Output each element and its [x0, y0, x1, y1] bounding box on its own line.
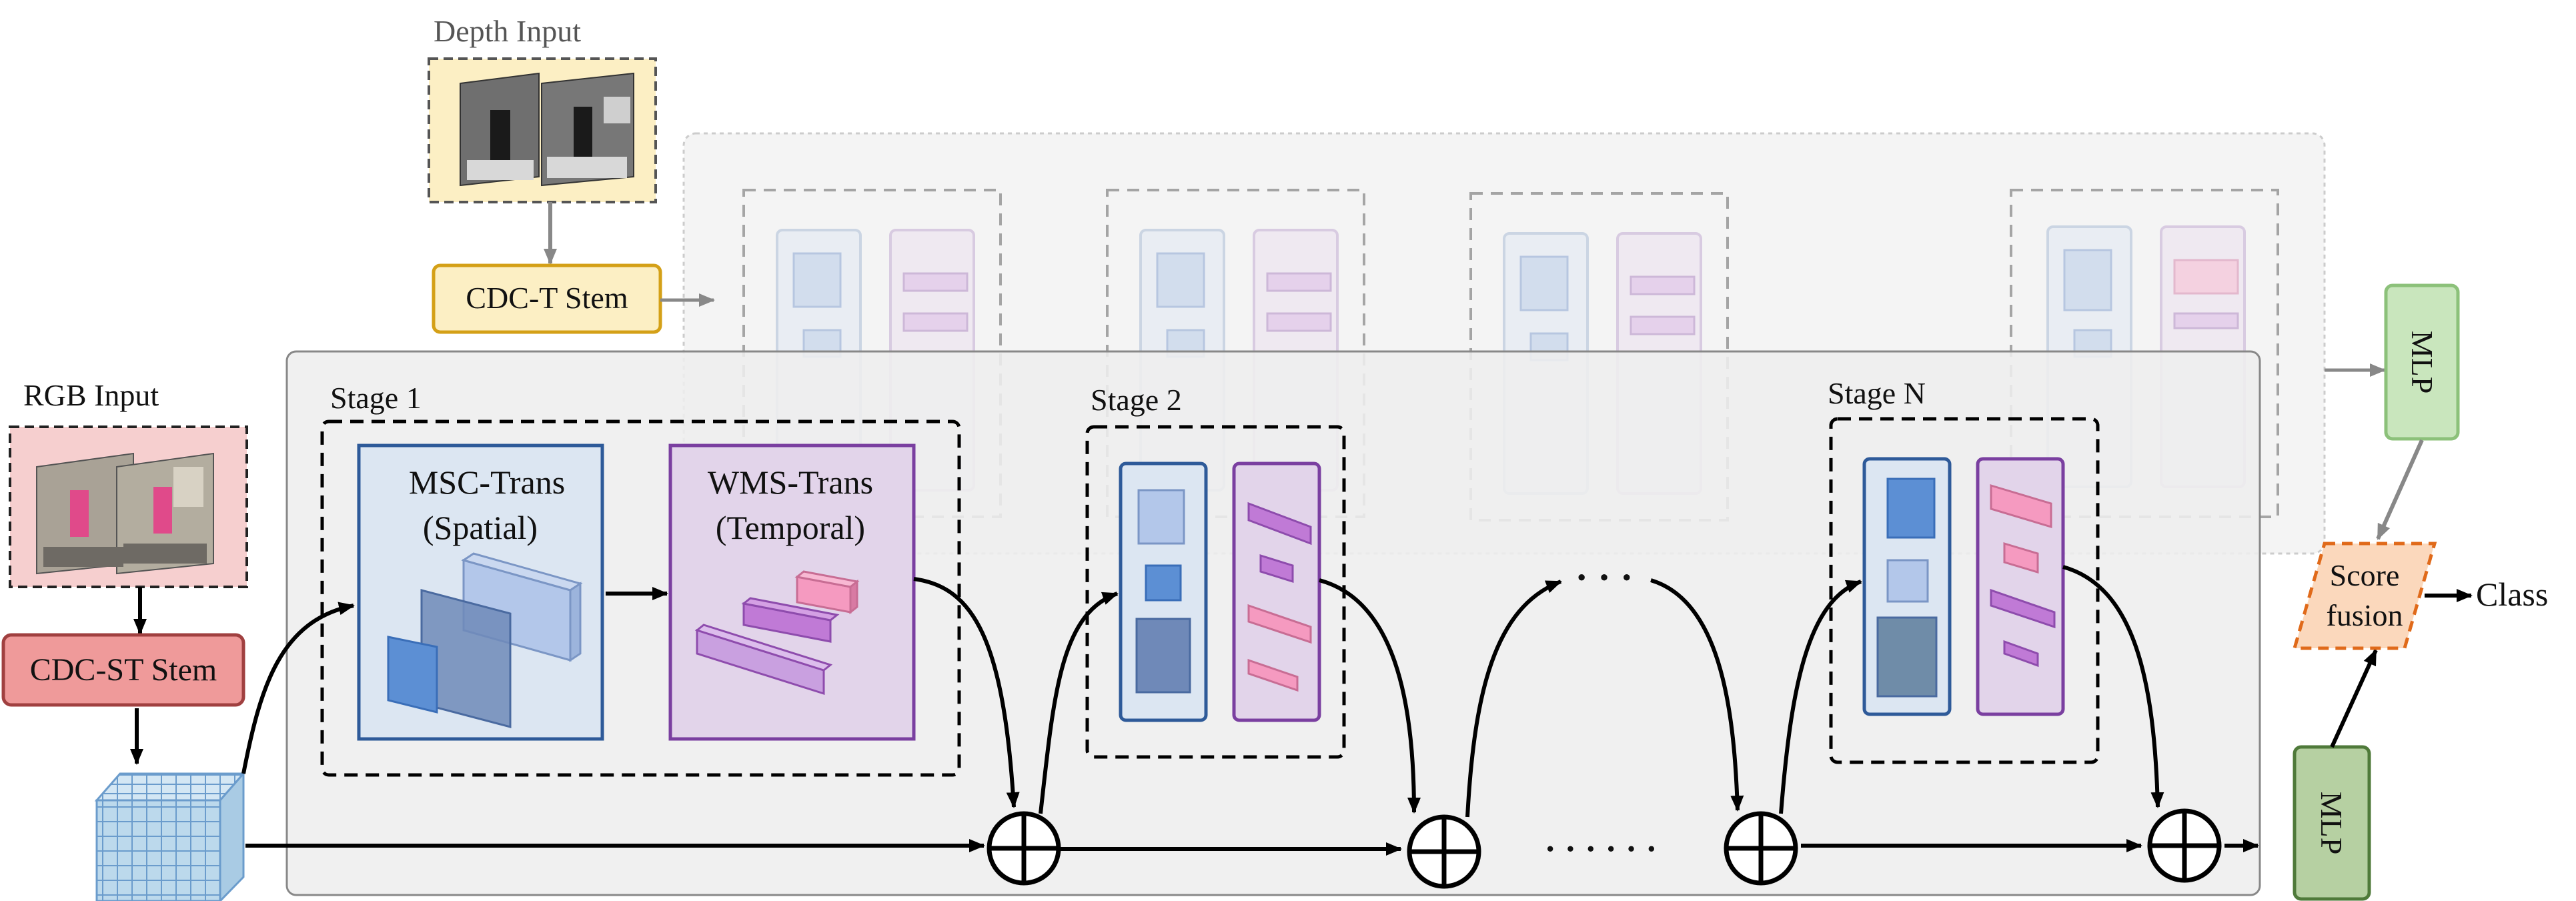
- depth-mlp-to-fusion-arrow: [2376, 439, 2424, 540]
- depth-mlp: [2384, 283, 2460, 441]
- stage-n-box: [1829, 417, 2100, 764]
- depth-input-title: Depth Input: [434, 14, 581, 48]
- sum-node-1: [987, 811, 1061, 886]
- stage1-to-sum1-arrow: [913, 577, 1020, 808]
- stagen-to-sum4-arrow: [2062, 565, 2164, 808]
- wms-trans-block: [668, 443, 916, 741]
- stage-n-temporal-icon: [1990, 484, 2056, 668]
- stages-ellipsis-upper: · · ·: [1575, 556, 1633, 599]
- sum2-to-upper-ellipsis-arrow: [1465, 580, 1562, 818]
- stage-2-spatial-icon: [1135, 489, 1191, 694]
- spatial-patches-icon: [387, 552, 583, 728]
- stages-ellipsis-lower: · · · · · ·: [1544, 830, 1657, 868]
- sum1-to-stage2-arrow: [1039, 592, 1119, 814]
- sum-node-2: [1407, 814, 1481, 889]
- wms-trans-label-2: (Temporal): [716, 509, 865, 546]
- score-fusion-label-1: Score: [2330, 558, 2400, 592]
- stage2-to-sum2-arrow: [1319, 578, 1421, 814]
- cube-to-stage1-arrow: [241, 602, 355, 774]
- depth-input-frames: [460, 72, 634, 187]
- sum3-to-stagen-arrow: [1779, 580, 1862, 814]
- stage-1: Stage 1 MSC-Trans (Spatial) WMS-Trans (T…: [320, 381, 961, 777]
- cdc-st-stem: [1, 633, 245, 707]
- stage-n-label: Stage N: [1828, 376, 1926, 410]
- rgb-mlp-to-fusion-arrow: [2330, 649, 2378, 748]
- msc-trans-label-1: MSC-Trans: [409, 464, 565, 501]
- depth-mlp-label: MLP: [2405, 331, 2439, 394]
- stage-2-label: Stage 2: [1091, 383, 1182, 417]
- temporal-tubes-icon: [694, 570, 860, 696]
- stage-n-spatial-icon: [1876, 478, 1938, 698]
- rgb-feature-cube: [94, 771, 246, 901]
- msc-trans-label-2: (Spatial): [423, 509, 538, 546]
- rgb-input-title: RGB Input: [23, 378, 159, 412]
- stage-n: Stage N: [1828, 376, 2100, 764]
- sum-node-3: [1724, 811, 1798, 886]
- class-output-label: Class: [2476, 576, 2548, 613]
- cdc-t-stem-label: CDC-T Stem: [466, 281, 628, 315]
- stage-1-box: [320, 419, 961, 777]
- sum-node-4: [2147, 808, 2222, 883]
- rgb-branch: RGB Input CDC-ST Stem: [1, 378, 248, 901]
- flow-arrows: [241, 565, 2164, 818]
- cdc-st-stem-label: CDC-ST Stem: [30, 652, 217, 688]
- stage-2-temporal-icon: [1247, 502, 1312, 692]
- rgb-input-frames: [36, 452, 214, 575]
- stage-1-label: Stage 1: [330, 381, 422, 415]
- score-fusion-label-2: fusion: [2327, 598, 2403, 632]
- wms-trans-label-1: WMS-Trans: [708, 464, 873, 501]
- score-fusion-box: [2292, 542, 2437, 650]
- rgb-mlp-label: MLP: [2315, 792, 2349, 855]
- upper-ellipsis-to-sum3-arrow: [1650, 578, 1744, 812]
